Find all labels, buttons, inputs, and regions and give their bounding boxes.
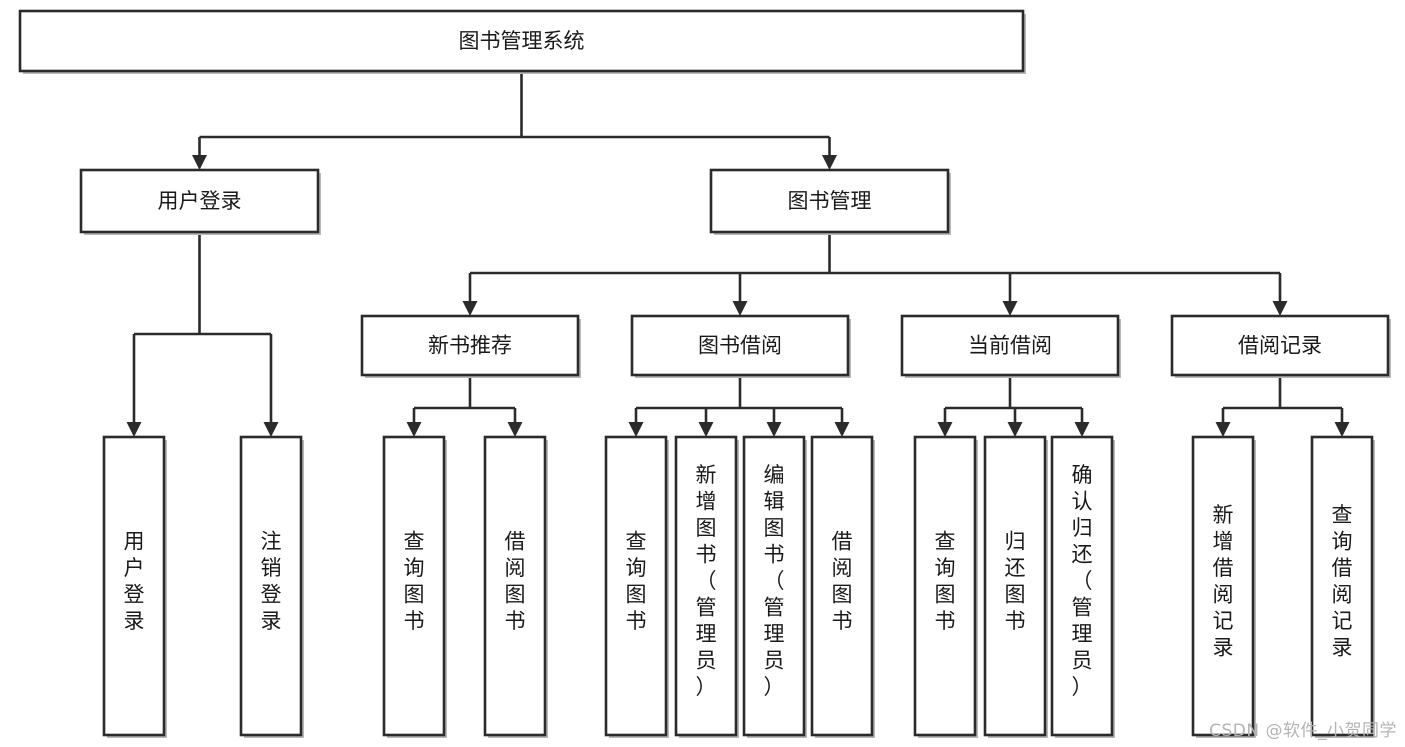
connector-group <box>406 375 523 437</box>
node-label: 借阅记录 <box>1238 334 1322 358</box>
node-label: 借阅图书 <box>505 529 526 633</box>
arrow-head-icon <box>1002 301 1018 316</box>
node-box[interactable] <box>79 168 320 234</box>
arrow-head-icon <box>507 422 523 437</box>
arrow-head-icon <box>462 301 478 316</box>
arrow-head-icon <box>698 422 714 437</box>
node-leaf-confirm-return-admin[interactable]: 确认归还（管理员） <box>1050 435 1115 738</box>
node-new-book-recommend[interactable]: 新书推荐 <box>360 314 581 378</box>
connector-group <box>937 375 1090 437</box>
arrow-head-icon <box>1334 422 1350 437</box>
connector-group <box>628 375 850 437</box>
node-label: 注销登录 <box>261 529 282 633</box>
node-leaf-add-borrow-record[interactable]: 新增借阅记录 <box>1191 435 1256 738</box>
node-leaf-query-book-3[interactable]: 查询图书 <box>913 435 978 738</box>
arrow-head-icon <box>263 422 279 437</box>
arrow-head-icon <box>834 422 850 437</box>
node-leaf-edit-book-admin[interactable]: 编辑图书（管理员） <box>742 435 807 738</box>
arrow-head-icon <box>192 155 207 170</box>
node-leaf-return-book[interactable]: 归还图书 <box>983 435 1048 738</box>
connector-layer <box>126 71 1350 437</box>
arrow-head-icon <box>732 301 748 316</box>
node-label: 借阅图书 <box>832 529 853 633</box>
node-label: 新书推荐 <box>428 334 512 358</box>
arrow-head-icon <box>126 422 142 437</box>
arrow-head-icon <box>766 422 782 437</box>
arrow-head-icon <box>1272 301 1288 316</box>
node-layer: 图书管理系统用户登录图书管理新书推荐图书借阅当前借阅借阅记录用户登录注销登录查询… <box>18 9 1391 738</box>
node-box[interactable] <box>604 435 668 737</box>
node-label: 归还图书 <box>1005 529 1026 633</box>
node-label: 新增图书（管理员） <box>696 463 717 699</box>
node-box[interactable] <box>810 435 874 737</box>
node-box[interactable] <box>1310 435 1374 737</box>
node-box[interactable] <box>630 314 850 377</box>
node-label: 图书管理 <box>788 189 872 213</box>
csdn-watermark: CSDN @软件_小贺同学 <box>1209 721 1397 741</box>
node-leaf-borrow-book-1[interactable]: 借阅图书 <box>483 435 548 738</box>
node-box[interactable] <box>674 435 738 737</box>
node-borrow-record[interactable]: 借阅记录 <box>1170 314 1391 378</box>
node-box[interactable] <box>1191 435 1255 737</box>
node-leaf-user-login[interactable]: 用户登录 <box>102 435 167 738</box>
node-box[interactable] <box>1170 314 1390 377</box>
connector-group <box>1215 375 1350 437</box>
arrow-head-icon <box>406 422 422 437</box>
arrow-head-icon <box>937 422 953 437</box>
node-label: 用户登录 <box>158 189 242 213</box>
node-box[interactable] <box>483 435 547 737</box>
node-label: 查询图书 <box>626 529 647 633</box>
arrow-head-icon <box>1215 422 1231 437</box>
node-box[interactable] <box>239 435 303 737</box>
node-book-management[interactable]: 图书管理 <box>709 168 951 235</box>
node-label: 查询借阅记录 <box>1332 503 1353 660</box>
node-box[interactable] <box>102 435 166 737</box>
arrow-head-icon <box>1007 422 1023 437</box>
node-label: 新增借阅记录 <box>1213 503 1234 660</box>
node-leaf-query-book-2[interactable]: 查询图书 <box>604 435 669 738</box>
node-root[interactable]: 图书管理系统 <box>18 9 1026 74</box>
node-box[interactable] <box>900 314 1120 377</box>
node-box[interactable] <box>913 435 977 737</box>
connector-group <box>192 71 837 170</box>
node-user-login[interactable]: 用户登录 <box>79 168 321 235</box>
node-leaf-query-book-1[interactable]: 查询图书 <box>382 435 447 738</box>
node-label: 图书管理系统 <box>459 29 585 53</box>
arrow-head-icon <box>822 155 837 170</box>
node-leaf-add-book-admin[interactable]: 新增图书（管理员） <box>674 435 739 738</box>
arrow-head-icon <box>628 422 644 437</box>
node-box[interactable] <box>742 435 806 737</box>
connector-group <box>462 232 1288 316</box>
node-label: 编辑图书（管理员） <box>764 463 785 699</box>
node-current-borrow[interactable]: 当前借阅 <box>900 314 1121 378</box>
node-box[interactable] <box>709 168 950 234</box>
node-box[interactable] <box>382 435 446 737</box>
node-box[interactable] <box>1050 435 1114 737</box>
node-label: 图书借阅 <box>698 334 782 358</box>
node-leaf-borrow-book-2[interactable]: 借阅图书 <box>810 435 875 738</box>
node-book-borrow[interactable]: 图书借阅 <box>630 314 851 378</box>
node-label: 查询图书 <box>935 529 956 633</box>
connector-group <box>126 232 279 437</box>
node-leaf-query-borrow-record[interactable]: 查询借阅记录 <box>1310 435 1375 738</box>
node-leaf-logout-login[interactable]: 注销登录 <box>239 435 304 738</box>
node-label: 确认归还（管理员） <box>1072 463 1093 699</box>
node-box[interactable] <box>360 314 580 377</box>
arrow-head-icon <box>1074 422 1090 437</box>
node-label: 查询图书 <box>404 529 425 633</box>
node-label: 当前借阅 <box>968 334 1052 358</box>
node-label: 用户登录 <box>124 529 145 633</box>
node-box[interactable] <box>18 9 1025 73</box>
node-box[interactable] <box>983 435 1047 737</box>
